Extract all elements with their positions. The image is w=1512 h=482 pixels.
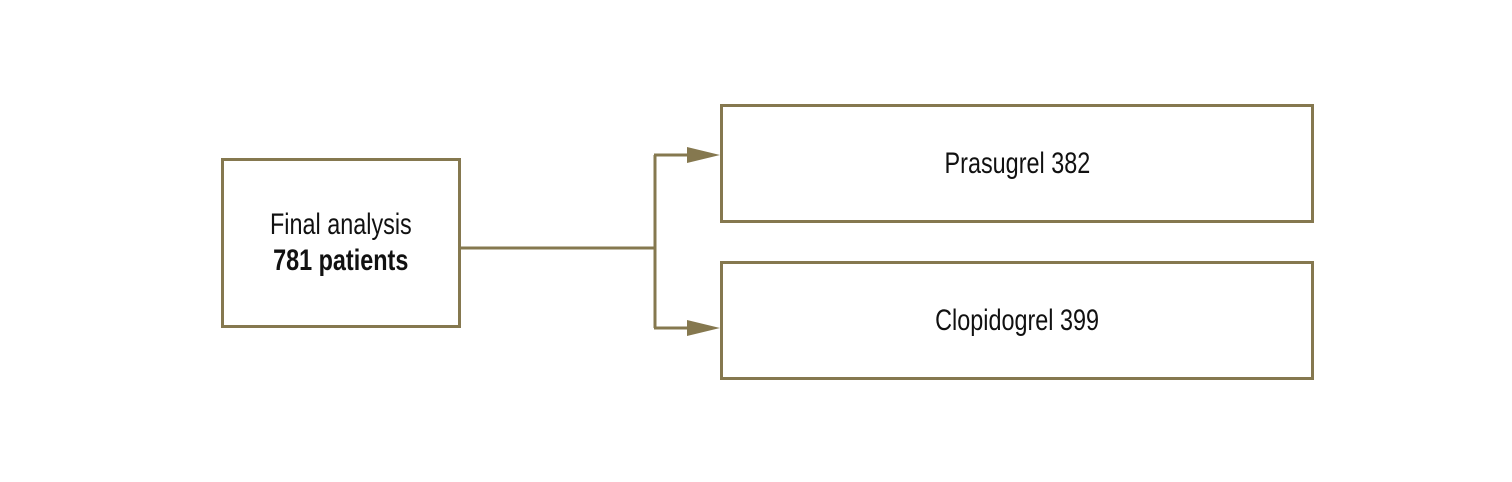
clopidogrel-label: Clopidogrel 399 [935, 303, 1099, 337]
clopidogrel-box: Clopidogrel 399 [720, 261, 1314, 380]
patient-count: 781 patients [273, 244, 409, 277]
prasugrel-box: Prasugrel 382 [720, 104, 1314, 223]
final-analysis-box: Final analysis 781 patients [221, 158, 461, 328]
final-analysis-title: Final analysis [270, 208, 412, 241]
prasugrel-label: Prasugrel 382 [944, 146, 1090, 180]
arrowhead-clopidogrel [687, 320, 720, 336]
arrowhead-prasugrel [687, 147, 720, 163]
